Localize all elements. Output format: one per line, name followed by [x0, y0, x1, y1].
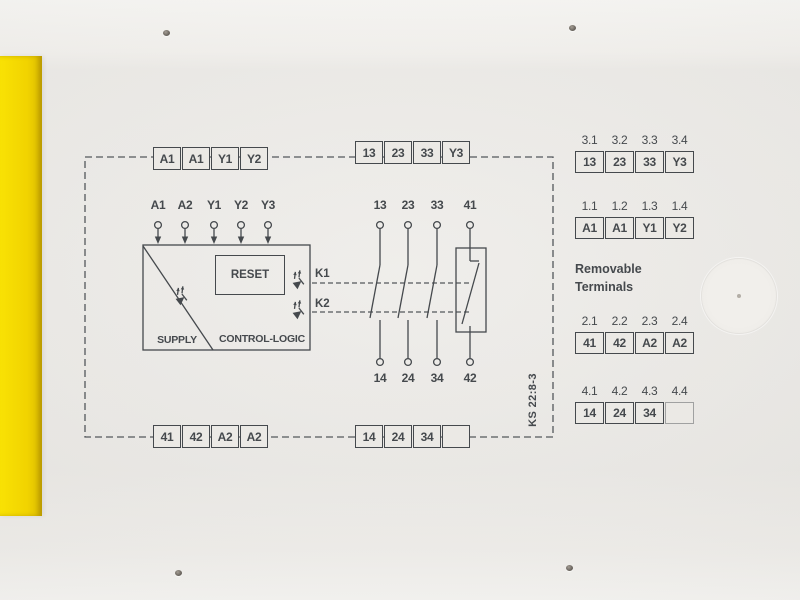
terminal-strip-bottom-middle: 14 24 34	[355, 425, 470, 448]
terminal-index-row: 4.1 4.2 4.3 4.4	[575, 384, 694, 398]
terminal-strip-top-middle: 13 23 33 Y3	[355, 141, 470, 164]
screw-hole	[163, 30, 170, 36]
terminal-index: 3.3	[641, 133, 658, 147]
terminal-box: A1	[182, 147, 210, 170]
terminal-box: 42	[605, 332, 634, 354]
nc-contact-41-42	[455, 220, 487, 367]
terminal-index-row: 2.1 2.2 2.3 2.4	[575, 314, 694, 328]
terminal-index: 4.3	[641, 384, 658, 398]
yellow-housing-edge	[0, 56, 42, 516]
terminal-index: 3.1	[581, 133, 598, 147]
terminal-box: 34	[413, 425, 441, 448]
screw-hole	[175, 570, 182, 576]
terminal-index: 2.1	[581, 314, 598, 328]
terminal-index: 1.3	[641, 199, 658, 213]
terminal-box: A1	[153, 147, 181, 170]
removable-terminals-label: Removable	[575, 262, 642, 276]
k1-relay-label: K1	[315, 268, 330, 280]
terminal-box: A1	[605, 217, 634, 239]
terminal-index: 2.4	[671, 314, 688, 328]
terminal-index: 4.1	[581, 384, 598, 398]
input-terminal-label: A2	[177, 198, 193, 212]
k2-relay-label: K2	[315, 298, 330, 310]
contact-terminal-label: 42	[463, 371, 477, 385]
terminal-map-row: 14 24 34	[575, 402, 694, 424]
mold-mark	[701, 258, 777, 334]
input-terminal-label: Y3	[260, 198, 276, 212]
terminal-box: 13	[575, 151, 604, 173]
terminal-index: 2.2	[611, 314, 628, 328]
terminal-box: Y1	[635, 217, 664, 239]
terminal-box: Y2	[240, 147, 268, 170]
terminal-map-row: 13 23 33 Y3	[575, 151, 694, 173]
terminal-box: Y1	[211, 147, 239, 170]
logic-block-outline	[142, 244, 311, 351]
terminal-box: A2	[240, 425, 268, 448]
input-terminal-wires	[153, 220, 273, 244]
contact-terminal-label: 24	[401, 371, 415, 385]
terminal-strip-top-left: A1 A1 Y1 Y2	[153, 147, 268, 170]
terminal-box: 41	[575, 332, 604, 354]
reset-block: RESET	[215, 255, 285, 295]
supply-led-icon	[170, 284, 192, 306]
control-logic-label: CONTROL-LOGIC	[218, 333, 306, 345]
input-terminal-label: A1	[150, 198, 166, 212]
contact-terminal-label: 41	[463, 198, 477, 212]
terminal-map-row: 41 42 A2 A2	[575, 332, 694, 354]
terminal-map-row: A1 A1 Y1 Y2	[575, 217, 694, 239]
terminal-strip-bottom-left: 41 42 A2 A2	[153, 425, 268, 448]
no-contact-23-24	[397, 220, 413, 367]
model-code: KS 22:8-3	[527, 373, 539, 427]
terminal-index-row: 1.1 1.2 1.3 1.4	[575, 199, 694, 213]
supply-label: SUPPLY	[157, 334, 197, 346]
terminal-box: 34	[635, 402, 664, 424]
terminal-box: 14	[355, 425, 383, 448]
k1-led-icon	[287, 268, 309, 290]
screw-hole	[566, 565, 573, 571]
dashed-boundary	[84, 156, 554, 438]
terminal-box: Y2	[665, 217, 694, 239]
terminal-box: 33	[635, 151, 664, 173]
terminal-box: A1	[575, 217, 604, 239]
terminal-index-row: 3.1 3.2 3.3 3.4	[575, 133, 694, 147]
terminal-index: 1.2	[611, 199, 628, 213]
contact-terminal-label: 33	[430, 198, 444, 212]
terminal-box	[665, 402, 694, 424]
contact-terminal-label: 34	[430, 371, 444, 385]
terminal-box: 42	[182, 425, 210, 448]
terminal-index: 3.4	[671, 133, 688, 147]
terminal-box: 24	[384, 425, 412, 448]
terminal-box: 23	[605, 151, 634, 173]
terminal-box: 24	[605, 402, 634, 424]
input-terminal-label: Y1	[206, 198, 222, 212]
contact-terminal-label: 14	[373, 371, 387, 385]
contact-terminal-label: 23	[401, 198, 415, 212]
terminal-box: A2	[635, 332, 664, 354]
terminal-box	[442, 425, 470, 448]
removable-terminals-label: Terminals	[575, 280, 634, 294]
no-contact-33-34	[426, 220, 442, 367]
terminal-index: 1.4	[671, 199, 688, 213]
terminal-index: 4.4	[671, 384, 688, 398]
terminal-box: 41	[153, 425, 181, 448]
terminal-box: 14	[575, 402, 604, 424]
terminal-index: 3.2	[611, 133, 628, 147]
terminal-index: 4.2	[611, 384, 628, 398]
terminal-box: 23	[384, 141, 412, 164]
screw-hole	[569, 25, 576, 31]
no-contact-13-14	[369, 220, 385, 367]
terminal-box: 33	[413, 141, 441, 164]
terminal-box: A2	[665, 332, 694, 354]
terminal-box: 13	[355, 141, 383, 164]
terminal-box: Y3	[442, 141, 470, 164]
input-terminal-label: Y2	[233, 198, 249, 212]
terminal-box: A2	[211, 425, 239, 448]
terminal-index: 2.3	[641, 314, 658, 328]
contact-terminal-label: 13	[373, 198, 387, 212]
k2-led-icon	[287, 298, 309, 320]
terminal-box: Y3	[665, 151, 694, 173]
terminal-index: 1.1	[581, 199, 598, 213]
